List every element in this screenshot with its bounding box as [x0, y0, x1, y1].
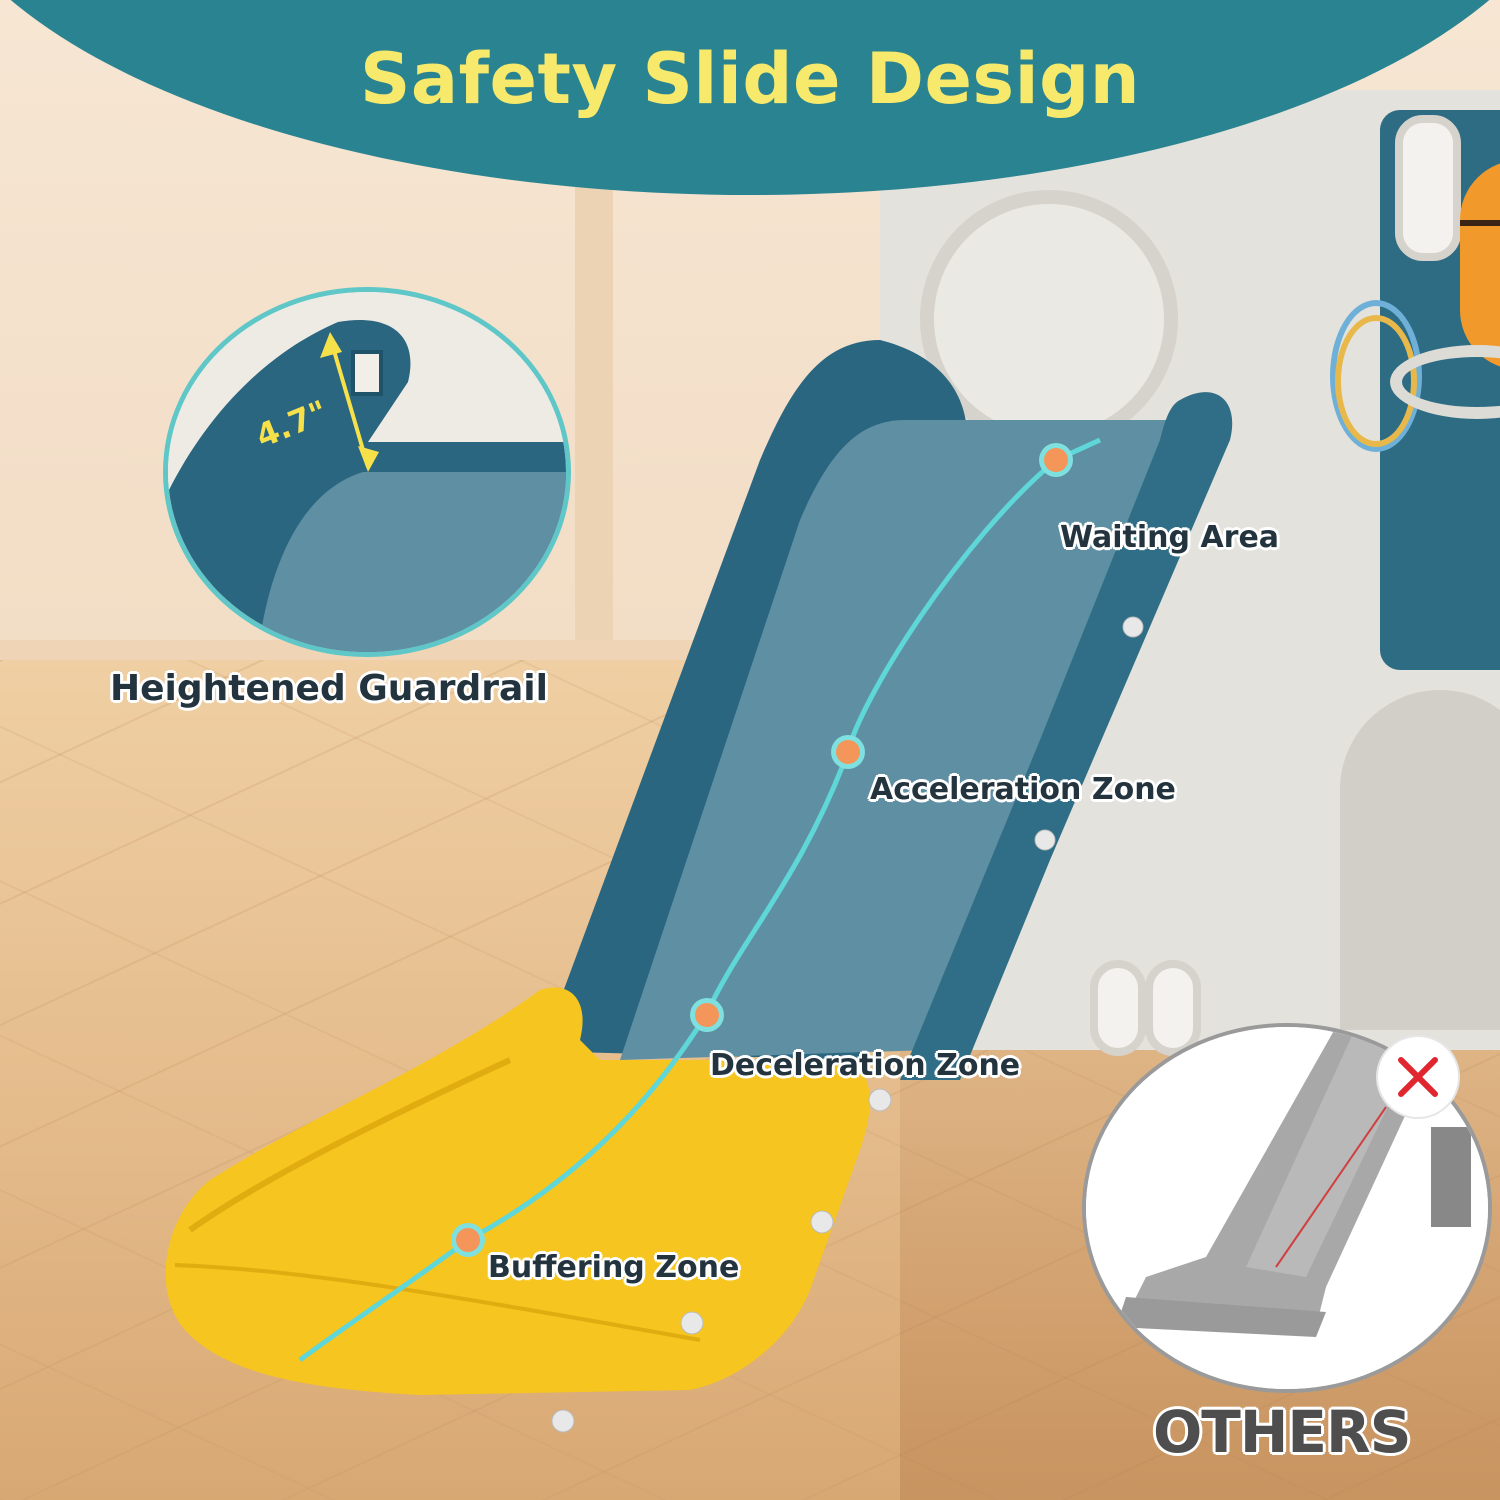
red-x-icon — [1398, 1057, 1438, 1097]
zone-dot-deceleration — [690, 998, 724, 1032]
wall-post — [575, 160, 613, 660]
zone-dot-buffering — [451, 1223, 485, 1257]
fence-slot-2 — [1145, 960, 1201, 1056]
others-caption: OTHERS — [1153, 1398, 1411, 1466]
tower-arch — [1340, 690, 1500, 1030]
guardrail-caption: Heightened Guardrail — [110, 668, 548, 709]
fence-slot-1 — [1090, 960, 1146, 1056]
guardrail-inset — [163, 287, 571, 657]
zone-dot-waiting — [1039, 443, 1073, 477]
zone-label-buffering: Buffering Zone — [488, 1250, 740, 1285]
zone-label-acceleration: Acceleration Zone — [870, 772, 1176, 807]
zone-label-deceleration: Deceleration Zone — [710, 1048, 1021, 1083]
page-title: Safety Slide Design — [359, 38, 1141, 120]
basketball-icon — [1460, 160, 1500, 370]
tower-window — [1395, 115, 1461, 261]
zone-dot-acceleration — [831, 735, 865, 769]
red-x-badge — [1378, 1037, 1458, 1117]
zone-label-waiting: Waiting Area — [1060, 520, 1280, 555]
guardrail-closeup — [168, 292, 566, 652]
